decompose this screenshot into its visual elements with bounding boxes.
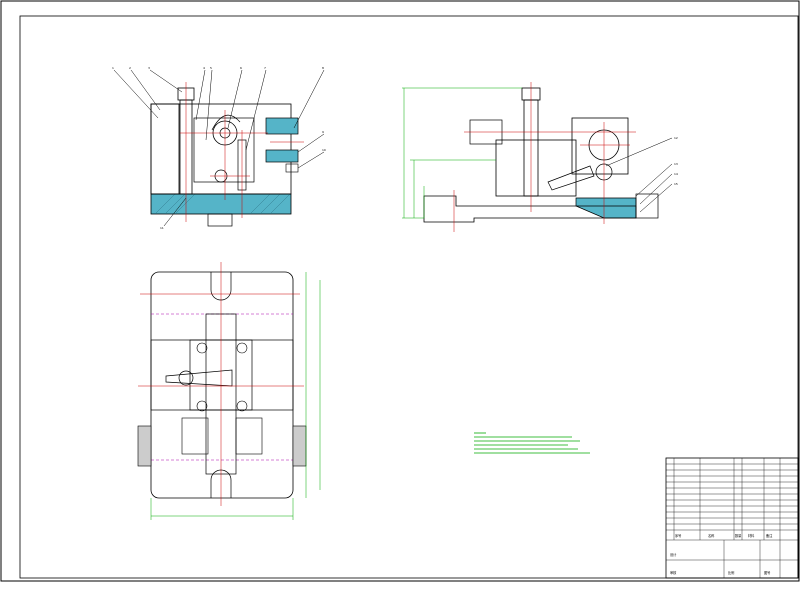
part-label: 9	[322, 130, 324, 134]
title-header-cell: 备注	[766, 533, 773, 538]
front-bottom-stub	[207, 213, 233, 227]
top-lever	[165, 369, 233, 387]
front-view: 1 2 3 4 5 6 7 8 9 10 11	[112, 66, 326, 230]
front-center-lines	[180, 82, 304, 222]
sheet-inner-border	[19, 15, 799, 579]
top-lower-pockets	[181, 417, 263, 455]
top-mid-band	[150, 339, 294, 411]
title-footer-cell: 图号	[764, 570, 770, 575]
title-footer-cell: 审核	[670, 570, 677, 575]
title-header-cell: 序号	[675, 533, 681, 538]
front-inner-frame	[193, 117, 255, 183]
top-dimension-lines	[150, 272, 321, 520]
front-workpiece-top	[265, 117, 299, 135]
top-base-plate	[150, 271, 294, 499]
technical-notes	[474, 432, 590, 454]
side-lever	[547, 165, 595, 191]
title-block: 序号 名称 数量 材料 备注 设计 审核 比例 图号	[665, 457, 799, 579]
front-leader-lines	[113, 69, 325, 227]
side-dimension-lines	[402, 87, 522, 219]
side-housing	[571, 117, 629, 175]
part-label: 13	[674, 162, 678, 166]
top-bolt-heads	[196, 342, 248, 412]
front-left-block	[150, 103, 180, 195]
part-label: 1	[112, 66, 114, 70]
title-footer-cell: 比例	[728, 570, 734, 575]
part-label: 12	[674, 136, 678, 140]
side-view: 12 13 14 15	[402, 82, 678, 232]
part-label: 2	[129, 66, 131, 70]
part-label: 14	[674, 172, 678, 176]
front-side-screw	[285, 163, 299, 173]
part-label: 4	[203, 66, 205, 70]
title-header-cell: 材料	[748, 533, 755, 538]
title-footer-cell: 设计	[670, 552, 677, 557]
title-header-cell: 名称	[708, 533, 715, 538]
side-base-section	[575, 197, 637, 219]
part-label: 10	[322, 148, 326, 152]
part-label: 3	[148, 66, 150, 70]
side-body	[495, 139, 577, 197]
part-label: 5	[210, 66, 212, 70]
top-knurled-knobs	[137, 425, 307, 467]
part-label: 6	[240, 66, 242, 70]
top-center-lines	[138, 262, 304, 506]
part-label: 15	[674, 182, 678, 186]
side-leader-lines	[605, 137, 673, 213]
front-workpiece-bottom	[265, 149, 299, 163]
part-label: 11	[160, 226, 164, 230]
title-header-cell: 数量	[735, 533, 742, 538]
part-label: 8	[322, 66, 324, 70]
side-center-lines	[453, 82, 636, 232]
front-base-hatching	[154, 193, 291, 215]
part-label: 7	[264, 66, 266, 70]
side-right-foot	[635, 193, 659, 219]
top-view	[137, 262, 321, 520]
front-cam-lever	[211, 114, 241, 131]
sheet-outer-border	[0, 0, 800, 582]
top-hidden-lines	[151, 313, 293, 461]
top-lever-hub	[178, 370, 194, 386]
